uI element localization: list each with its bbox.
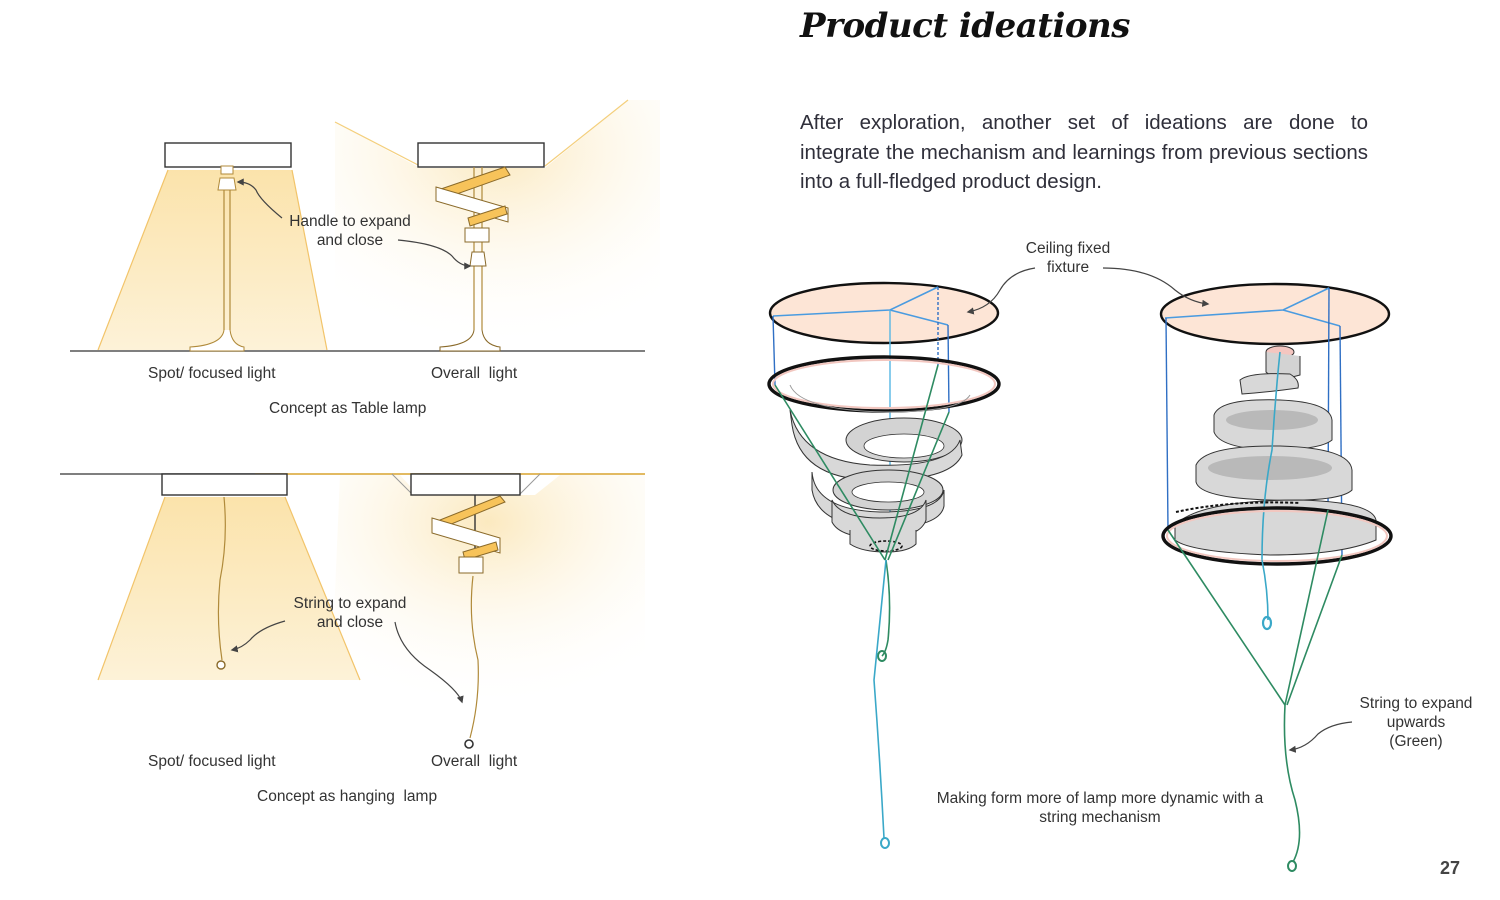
string-arrow-right [394, 621, 464, 704]
hanging-lamp-diagram [60, 473, 645, 749]
fixture-label-line1: Ceiling fixed [1025, 240, 1111, 257]
string-upwards-line3: (Green) [1389, 733, 1443, 750]
table-spot-label: Spot/ focused light [148, 365, 276, 382]
spiral-caption-line1: Making form more of lamp more dynamic wi… [936, 790, 1264, 807]
string-arrow-left [230, 620, 286, 653]
fixture-arrow-left [966, 267, 1036, 315]
handle-arrow-left [236, 178, 283, 219]
string-annotation-line1: String to expand [293, 595, 407, 612]
hanging-lamp-caption: Concept as hanging lamp [257, 788, 438, 805]
ceiling-fixture-2 [1159, 282, 1391, 346]
table-lamp-diagram [70, 99, 660, 352]
overall-table-lamp [417, 142, 545, 352]
ceiling-fixture-1 [768, 281, 1000, 345]
string-upwards-label: String to expand upwards (Green) [1350, 694, 1482, 751]
fixture-arrow-right [1102, 267, 1210, 307]
string-upwards-arrow [1288, 721, 1353, 753]
spiral-caption: Making form more of lamp more dynamic wi… [910, 789, 1290, 827]
hanging-spot-cone [98, 497, 360, 680]
spiral-lamp-concept-1 [767, 281, 1001, 849]
string-upwards-line2: upwards [1386, 714, 1446, 731]
handle-annotation: Handle to expand and close [270, 212, 430, 250]
page-title: Product ideations [800, 6, 1130, 46]
hanging-overall-glow [330, 475, 645, 710]
string-annotation: String to expand and close [270, 594, 430, 632]
spiral-lamp-concept-2 [1159, 282, 1393, 872]
handle-annotation-line1: Handle to expand [289, 213, 411, 230]
overall-hanging-lamp [391, 473, 541, 749]
hanging-spot-label: Spot/ focused light [148, 753, 276, 770]
table-lamp-caption: Concept as Table lamp [269, 400, 427, 417]
spot-table-lamp [164, 142, 292, 352]
spiral-caption-line2: string mechanism [1039, 809, 1161, 826]
string-annotation-line2: and close [316, 614, 384, 631]
overall-light-glow [335, 100, 660, 350]
hanging-overall-label: Overall light [431, 753, 518, 770]
fixture-label-line2: fixture [1046, 259, 1090, 276]
fixture-label: Ceiling fixed fixture [1008, 239, 1128, 277]
handle-annotation-line2: and close [316, 232, 384, 249]
support-ring-1 [767, 355, 1001, 413]
blue-pull-string-1 [873, 559, 887, 839]
green-pull-string-2 [1283, 704, 1301, 863]
support-ring-2 [1161, 506, 1393, 566]
spot-hanging-lamp [161, 473, 288, 670]
handle-arrow-right [397, 239, 472, 270]
string-upwards-line1: String to expand [1359, 695, 1473, 712]
table-overall-label: Overall light [431, 365, 518, 382]
page-number: 27 [1440, 858, 1461, 878]
intro-paragraph: After exploration, another set of ideati… [800, 111, 1368, 193]
green-pull-string-1 [881, 559, 891, 657]
blue-pull-string-2 [1261, 559, 1269, 621]
spot-light-cone [98, 170, 327, 350]
